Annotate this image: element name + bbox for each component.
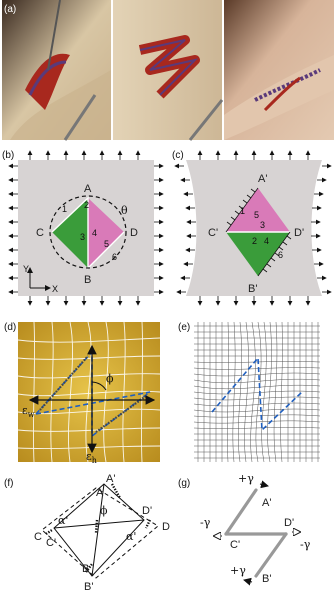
edge-4-c: 4 bbox=[264, 236, 269, 246]
mesh-background bbox=[194, 322, 320, 462]
gamma-pos-top: +γ bbox=[238, 472, 254, 485]
axis-x-label: X bbox=[52, 284, 58, 294]
panel-f: A A' B B' C C' D D' α' α' ϕ (f) bbox=[4, 473, 170, 593]
eps-h-label: εh bbox=[86, 450, 97, 465]
panel-label-f: (f) bbox=[4, 478, 13, 489]
pink-triangle bbox=[88, 198, 124, 268]
gamma-neg-left: -γ bbox=[200, 516, 211, 529]
vertex-C-prime: C' bbox=[208, 227, 218, 239]
edge-1-c: 1 bbox=[240, 206, 245, 216]
panel-label-d: (d) bbox=[4, 322, 16, 333]
panel-a-photos: (a) bbox=[2, 0, 334, 141]
boundary-arrows bbox=[8, 150, 164, 306]
panel-d: ϕ εw εh (d) bbox=[4, 321, 161, 465]
vertex-C: C bbox=[36, 227, 44, 239]
dashed-ellipse bbox=[49, 195, 127, 269]
edge-6-c: 6 bbox=[278, 250, 283, 260]
f-label-B-prime: B' bbox=[84, 581, 93, 593]
vertex-B: B bbox=[84, 274, 91, 286]
edge-5: 5 bbox=[104, 239, 109, 249]
vertex-A-prime: A' bbox=[258, 173, 267, 185]
edge-5-c: 5 bbox=[254, 210, 259, 220]
f-label-B: B bbox=[82, 563, 89, 575]
panel-c: A' B' C' D' 1 2 3 4 5 6 (c) bbox=[172, 150, 332, 306]
phi-label-d: ϕ bbox=[106, 372, 114, 385]
green-triangle bbox=[52, 198, 88, 268]
panel-b: A B C D 1 2 3 4 5 6 θ Y X (b) bbox=[2, 150, 164, 306]
g-label-A-prime: A' bbox=[262, 497, 271, 509]
panel-label-g: (g) bbox=[178, 478, 190, 489]
f-label-D: D bbox=[162, 521, 170, 533]
green-triangle-c bbox=[226, 232, 290, 276]
g-label-C-prime: C' bbox=[230, 539, 240, 551]
photo-1 bbox=[2, 0, 111, 141]
f-label-D-prime: D' bbox=[142, 505, 152, 517]
mesh-grid bbox=[193, 321, 321, 463]
photo-3 bbox=[224, 0, 334, 140]
edge-4: 4 bbox=[92, 228, 97, 238]
f-label-C: C bbox=[34, 531, 42, 543]
vertex-B-prime: B' bbox=[248, 283, 257, 295]
theta-label: θ bbox=[121, 204, 128, 217]
axis-y-label: Y bbox=[23, 264, 29, 274]
axes-indicator bbox=[27, 267, 51, 291]
alpha-left: α' bbox=[58, 514, 68, 527]
vertex-A: A bbox=[84, 183, 92, 195]
gamma-pos-bottom: +γ bbox=[230, 564, 246, 577]
edge-3-c: 3 bbox=[260, 220, 265, 230]
g-label-B-prime: B' bbox=[262, 573, 271, 585]
eps-w-label: εw bbox=[22, 404, 35, 419]
f-label-A: A bbox=[96, 487, 104, 499]
vertex-D: D bbox=[130, 227, 138, 239]
edge-3: 3 bbox=[80, 232, 85, 242]
pink-triangle-c bbox=[226, 188, 290, 232]
phi-label-f: ϕ bbox=[100, 504, 108, 517]
f-label-A-prime: A' bbox=[106, 473, 115, 485]
f-label-C-prime: C' bbox=[46, 537, 56, 549]
edge-6: 6 bbox=[112, 252, 117, 262]
panel-label-e: (e) bbox=[178, 322, 190, 333]
g-label-D-prime: D' bbox=[284, 517, 294, 529]
panel-label-b: (b) bbox=[2, 150, 14, 161]
panel-g: +γ -γ -γ +γ A' B' C' D' (g) bbox=[178, 472, 311, 586]
suture-ticks-c bbox=[225, 187, 292, 277]
photo-2 bbox=[113, 0, 224, 141]
panel-label-a: (a) bbox=[4, 4, 16, 15]
panel-label-c: (c) bbox=[172, 150, 184, 161]
vertex-D-prime: D' bbox=[294, 227, 304, 239]
edge-1: 1 bbox=[62, 204, 67, 214]
edge-2-c: 2 bbox=[252, 236, 257, 246]
gamma-neg-right: -γ bbox=[300, 538, 311, 551]
panel-e: (e) bbox=[178, 321, 321, 463]
alpha-right: α' bbox=[126, 530, 136, 543]
edge-2: 2 bbox=[84, 200, 89, 210]
